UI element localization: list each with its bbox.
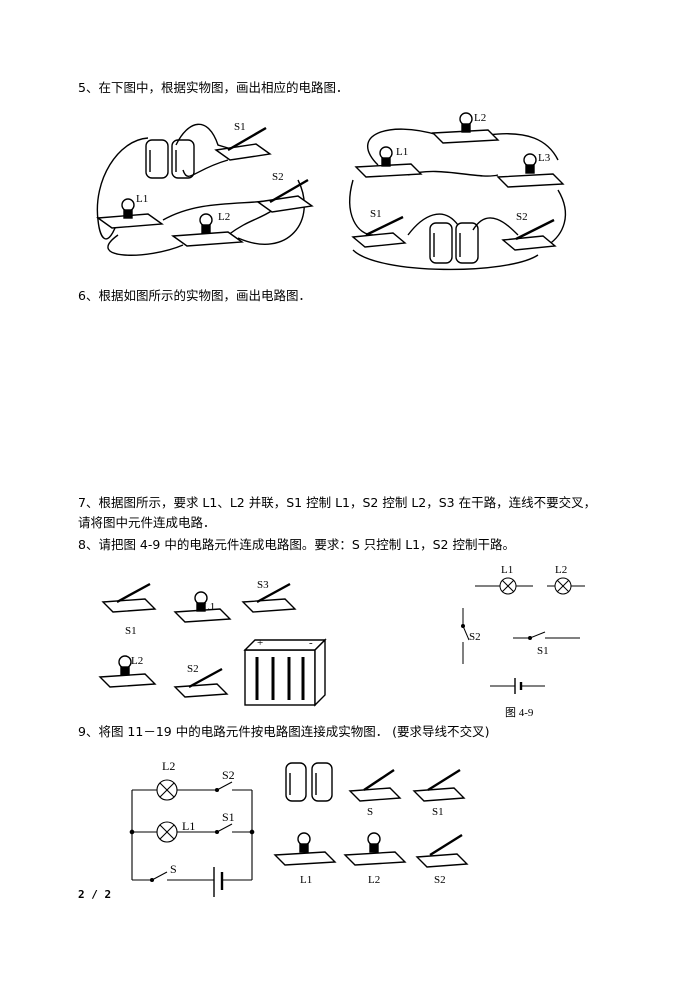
label-l1: L1 [136,193,148,205]
battery-2 [455,222,479,264]
switch-symbol-s2 [462,625,470,641]
figure-9-circuit-diagram: L2 S2 L1 S1 S [129,759,255,897]
label-s2: S2 [469,631,481,643]
question-7-line-2: 请将图中元件连成电路． [78,515,216,530]
label-s2: S2 [516,211,528,223]
label-l1: L1 [501,564,513,576]
switch-s1 [412,787,466,802]
label-l1: L1 [203,601,215,613]
label-l2: L2 [218,211,230,223]
label-s: S [367,806,373,818]
figure-8-left-components: S1 L1 S3 L2 S2 + - [98,579,327,707]
label-l2: L2 [555,564,567,576]
battery-1 [429,222,453,264]
label-minus: - [309,637,313,649]
battery-1 [145,139,169,179]
battery-2 [311,762,333,802]
label-l2: L2 [474,112,486,124]
switch-s [348,787,402,802]
label-l3: L3 [538,152,551,164]
lamp-l3 [496,173,565,188]
switch-s1 [351,232,407,248]
label-l1: L1 [182,819,195,833]
label-s1: S1 [432,806,444,818]
question-8: 8、请把图 4-9 中的电路元件连成电路图。要求：S 只控制 L1，S2 控制干… [78,537,515,552]
label-l2: L2 [162,759,175,773]
switch-s3 [241,598,297,613]
label-s1: S1 [370,208,382,220]
lamp-l2 [98,673,157,688]
figure-5-left-physical-circuit: S1 S2 L1 L2 [96,121,314,256]
label-s3: S3 [257,579,269,591]
question-6: 6、根据如图所示的实物图，画出电路图． [78,288,311,303]
figure-4-9-symbols: L1 L2 S2 S1 图 4-9 [461,564,585,719]
lamp-l1 [354,163,423,178]
label-s2: S2 [434,874,446,886]
question-9: 9、将图 11－19 中的电路元件按电路图连接成实物图． (要求导线不交叉) [78,724,490,739]
switch-s2 [501,235,557,251]
switch-symbol-s1 [529,631,546,639]
figure-9-physical-parts: S S1 L1 L2 S2 [273,762,469,886]
label-l2: L2 [368,874,380,886]
question-7-line-1: 7、根据图所示，要求 L1、L2 并联，S1 控制 L1，S2 控制 L2，S3… [78,495,597,510]
label-s: S [170,862,177,876]
lamp-l2 [343,851,407,866]
switch-s-symbol [151,871,168,881]
switch-s2 [415,853,469,868]
label-s1: S1 [537,645,549,657]
label-l1: L1 [300,874,312,886]
battery-2 [171,139,195,179]
figure-caption: 图 4-9 [505,706,534,719]
battery-1 [285,762,307,802]
lamp-l2 [171,231,244,247]
label-s1: S1 [234,121,246,133]
switch-s2-symbol [216,781,233,791]
figure-5-right-physical-circuit: L2 L1 L3 S1 S2 [349,112,567,271]
label-s2: S2 [222,768,235,782]
label-s2: S2 [272,171,284,183]
switch-s2 [173,683,229,698]
lamp-l1 [273,851,337,866]
label-s1: S1 [125,625,137,637]
label-l2: L2 [131,655,143,667]
question-5: 5、在下图中，根据实物图，画出相应的电路图． [78,80,349,95]
label-s1: S1 [222,810,235,824]
label-l1: L1 [396,146,408,158]
label-plus: + [257,637,263,649]
page-number: 2 / 2 [78,888,112,901]
switch-s1 [101,598,157,613]
switch-s1-symbol [216,823,233,833]
label-s2: S2 [187,663,199,675]
